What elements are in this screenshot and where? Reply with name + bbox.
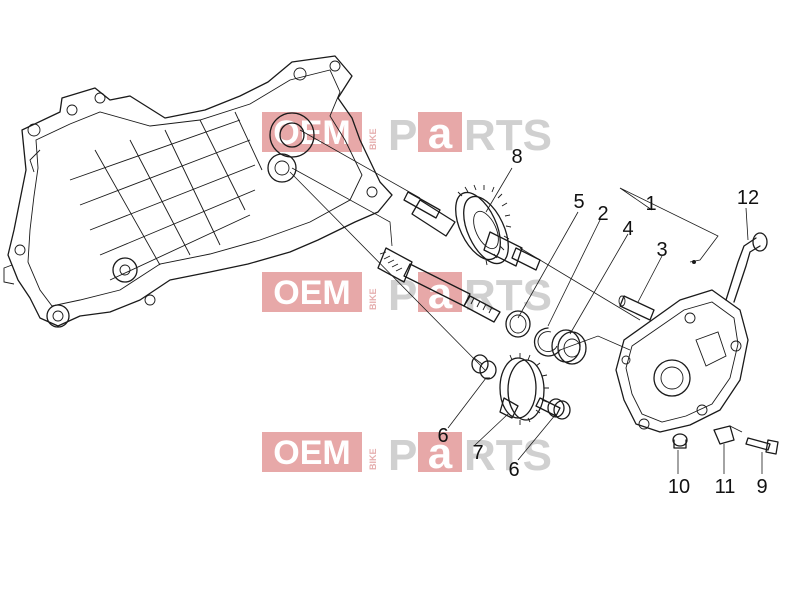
callout-7: 7 xyxy=(472,442,483,464)
bushing-part-6-right xyxy=(547,398,571,420)
snap-ring-part-2 xyxy=(533,327,561,357)
callout-12: 12 xyxy=(737,187,759,209)
watermark-p-text: P xyxy=(388,431,417,480)
watermark-oem-text: OEM xyxy=(273,274,350,312)
callout-labels: 1 2 3 4 5 6 6 7 8 9 10 11 12 xyxy=(437,146,767,498)
watermark-rts-text: RTS xyxy=(464,271,552,320)
watermark-bike-text: BIKE xyxy=(368,288,378,310)
watermark-oem-text: OEM xyxy=(273,434,350,472)
callout-4: 4 xyxy=(622,218,633,240)
screw-part-9 xyxy=(745,437,779,455)
bolt-part-10 xyxy=(672,433,688,449)
watermark-rts-text: RTS xyxy=(464,431,552,480)
watermark-p-text: P xyxy=(388,111,417,160)
bushing-part-6-left xyxy=(471,354,497,380)
breather-hose-part-12 xyxy=(725,232,768,303)
watermark-a-text: a xyxy=(428,109,453,158)
transmission-cover-part-1 xyxy=(615,289,749,433)
watermark-oem-text: OEM xyxy=(273,114,350,152)
callout-10: 10 xyxy=(668,476,690,498)
watermark-top: OEM BIKE P a RTS xyxy=(262,109,552,160)
watermark-p-text: P xyxy=(388,271,417,320)
callout-3: 3 xyxy=(656,239,667,261)
watermark-a-text: a xyxy=(428,429,453,478)
pinion-shaft xyxy=(377,247,501,323)
gear-shaft-part-8 xyxy=(403,184,541,271)
assembly-guide-lines xyxy=(289,129,641,371)
callout-8: 8 xyxy=(511,146,522,168)
callout-6-right: 6 xyxy=(508,459,519,481)
callout-5: 5 xyxy=(573,191,584,213)
callout-11: 11 xyxy=(715,476,736,498)
callout-1: 1 xyxy=(645,193,656,215)
callout-leaders xyxy=(447,167,763,474)
watermark-bottom: OEM BIKE P a RTS xyxy=(262,429,552,480)
callout-6-left: 6 xyxy=(437,425,448,447)
callout-9: 9 xyxy=(756,476,767,498)
watermark-rts-text: RTS xyxy=(464,111,552,160)
bearing-part-4 xyxy=(551,329,587,365)
watermark-bike-text: BIKE xyxy=(368,448,378,470)
dowel-pin-part-3 xyxy=(618,295,655,321)
clip-bracket-part-11 xyxy=(713,425,743,445)
watermark-middle: OEM BIKE P a RTS xyxy=(262,269,552,320)
crankcase-housing xyxy=(3,55,393,328)
driven-gear-part-7 xyxy=(499,353,561,425)
watermark-bike-text: BIKE xyxy=(368,128,378,150)
circlip-part-5 xyxy=(505,310,531,338)
callout-2: 2 xyxy=(597,203,608,225)
